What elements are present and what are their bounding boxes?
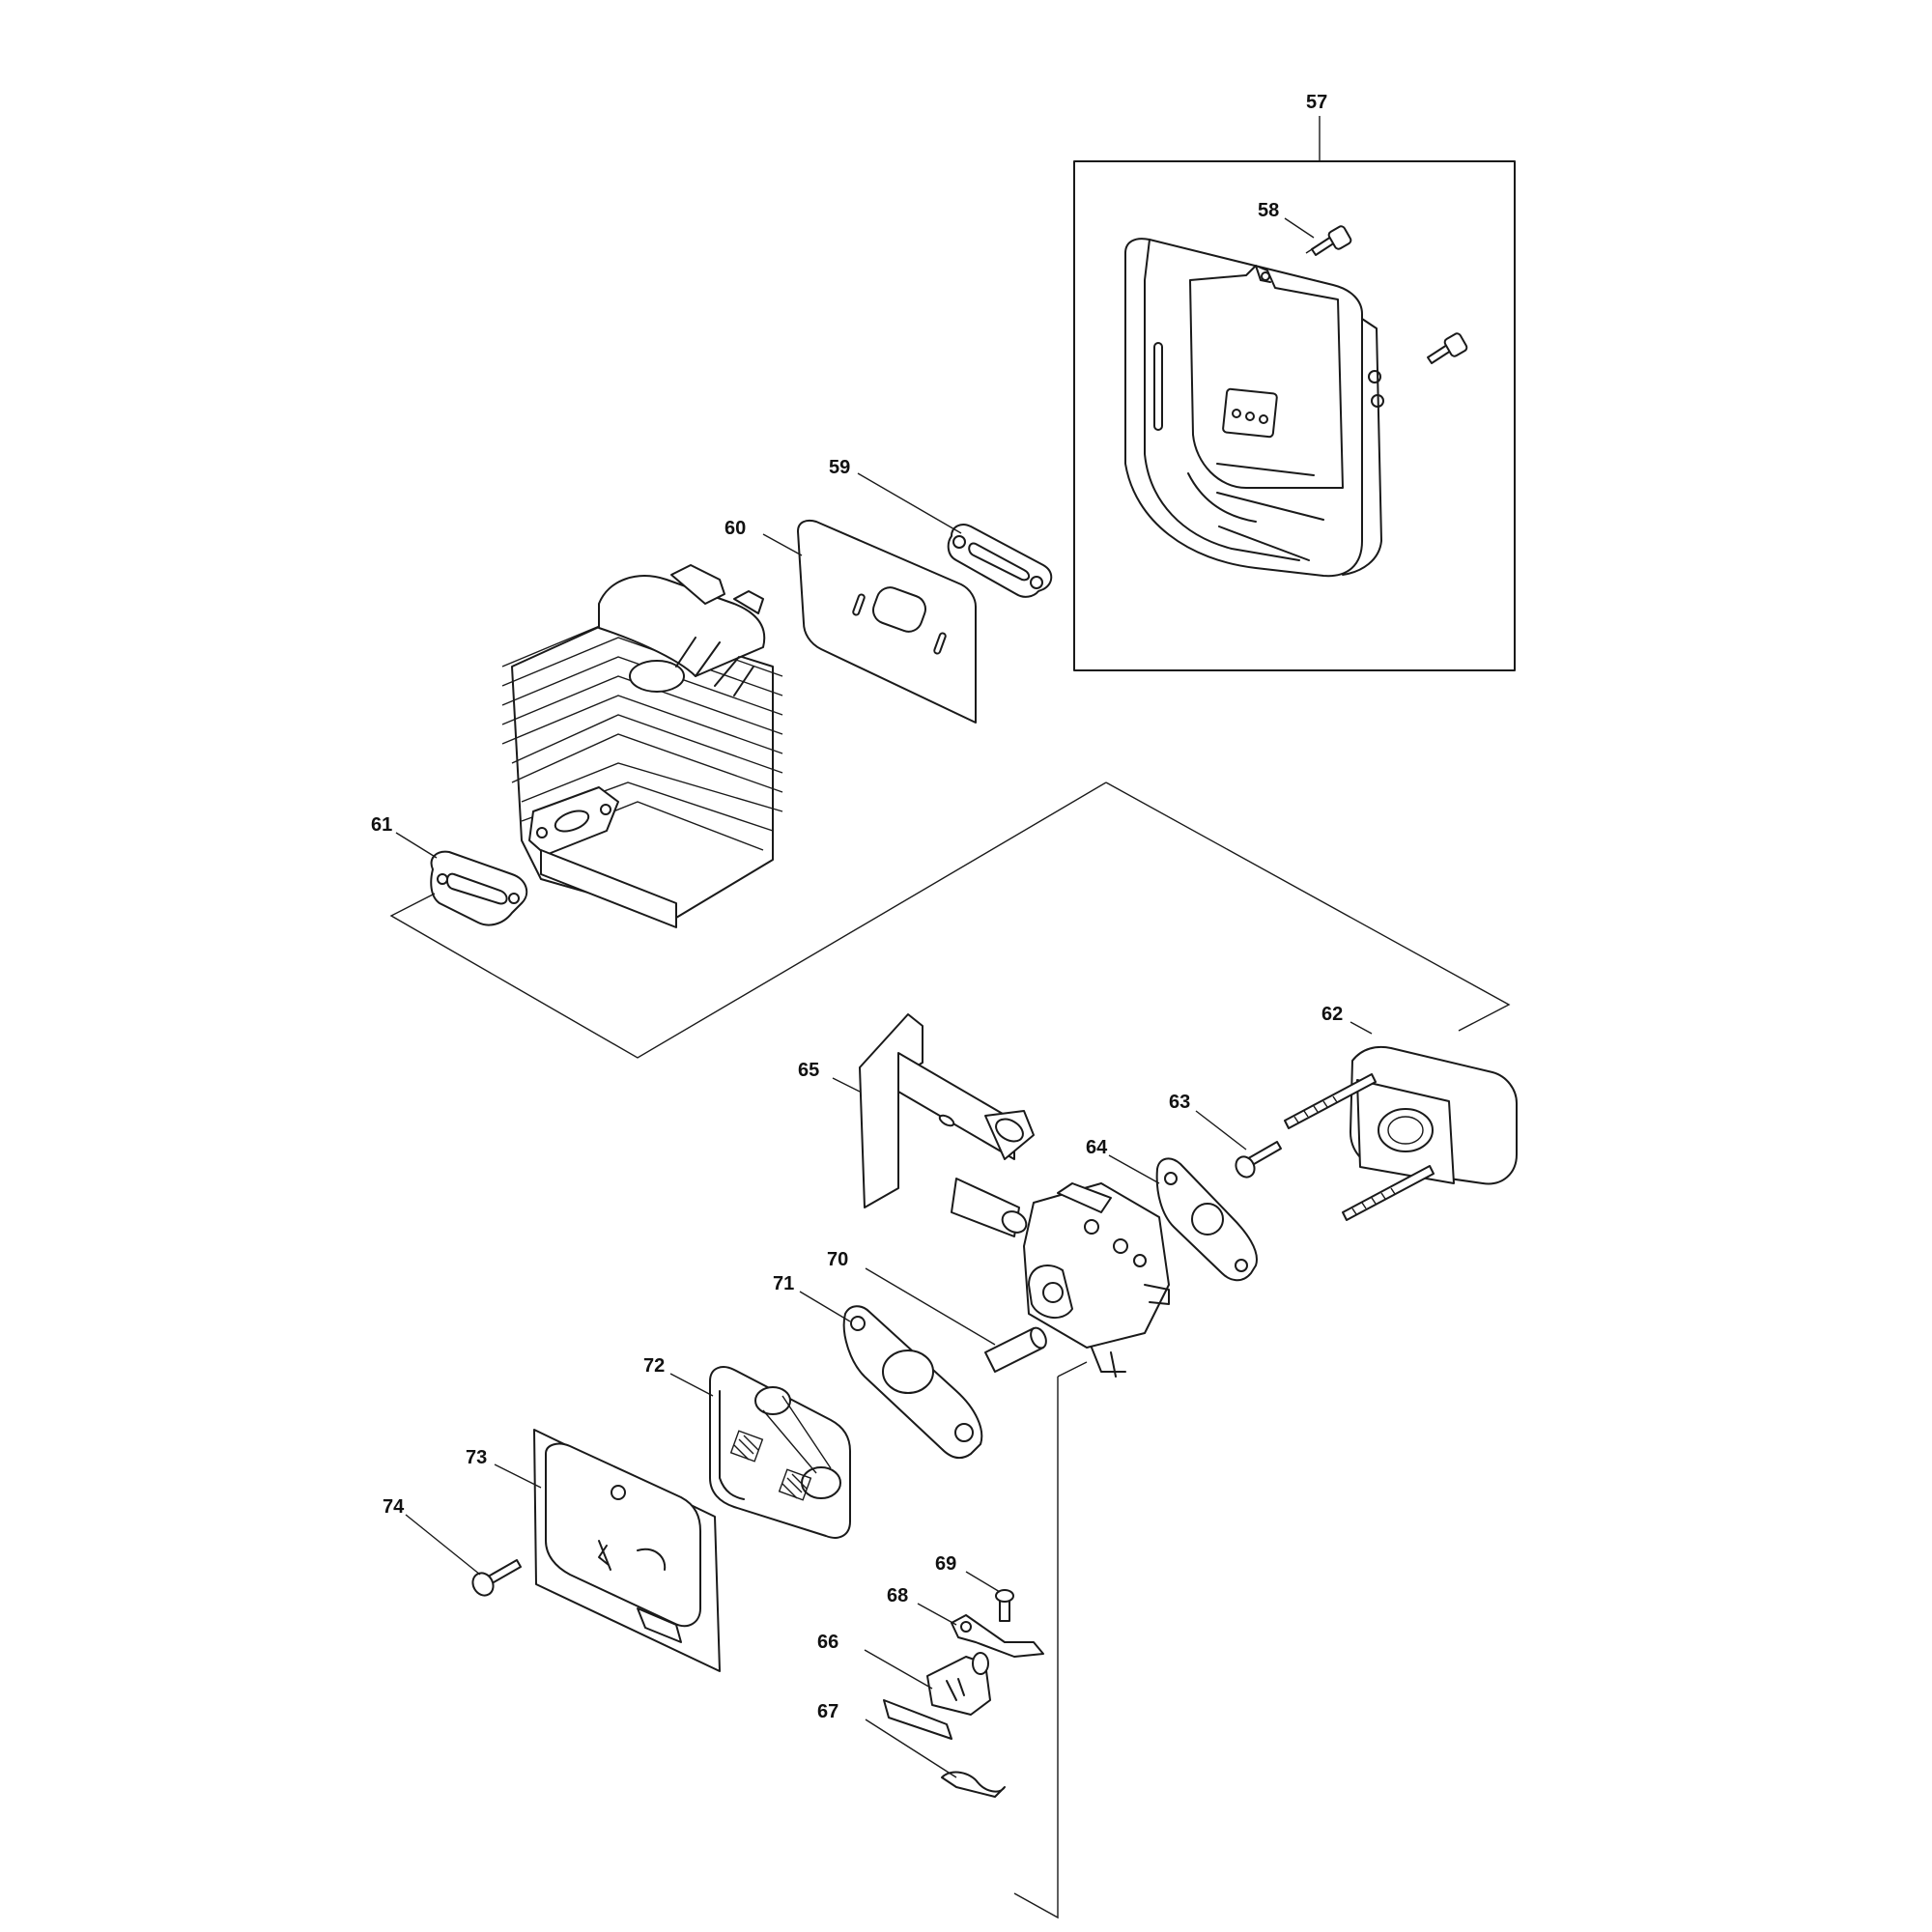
bracket-68 [951,1614,1044,1658]
manifold-stud-2 [1342,1165,1435,1221]
bracket-65 [859,1013,1035,1237]
callout-74: 74 [383,1496,405,1518]
connection-frame [389,781,1107,1059]
gasket-61 [430,850,528,926]
callout-73: 73 [466,1447,487,1468]
callout-70: 70 [827,1249,848,1270]
connection-frame-lower [1013,1377,1059,1919]
screw-63 [1235,1141,1282,1179]
callout-67: 67 [817,1701,838,1722]
callout-62: 62 [1321,1004,1343,1025]
air-filter-72 [709,1366,851,1539]
gasket-59 [947,524,1053,598]
callout-63: 63 [1169,1092,1190,1113]
muffler-bolt-58b [1427,332,1468,364]
leader-lines [395,217,1373,1778]
callout-60: 60 [724,518,746,539]
spacer-70 [984,1326,1047,1373]
choke-lever-66 [883,1652,991,1740]
callout-59: 59 [829,457,850,478]
intake-manifold-62 [1284,1045,1518,1221]
assembly-box-57 [1073,160,1516,671]
connection-frame-top [1057,1361,1088,1378]
manifold-stud [1284,1073,1377,1129]
gasket-64 [1155,1157,1258,1282]
callout-72: 72 [643,1355,665,1377]
muffler-body [1124,238,1384,578]
callout-66: 66 [817,1632,838,1653]
callout-64: 64 [1086,1137,1108,1158]
callout-69: 69 [935,1553,956,1575]
screw-69 [995,1589,1014,1622]
spring-67 [941,1771,1006,1798]
callout-61: 61 [371,814,392,836]
carburetor [1023,1182,1170,1378]
gasket-71 [842,1305,983,1460]
callout-65: 65 [798,1060,819,1081]
muffler-assembly-group [1073,116,1516,671]
callout-58: 58 [1258,200,1279,221]
screw-74 [471,1559,522,1597]
air-filter-cover-73 [533,1429,721,1672]
cylinder [501,564,783,928]
callout-71: 71 [773,1273,794,1294]
muffler-bolt-58 [1305,225,1352,256]
connection-frame-right [1105,781,1511,1032]
callout-68: 68 [887,1585,908,1606]
callout-57: 57 [1306,92,1327,113]
heat-shield-60 [797,519,977,724]
